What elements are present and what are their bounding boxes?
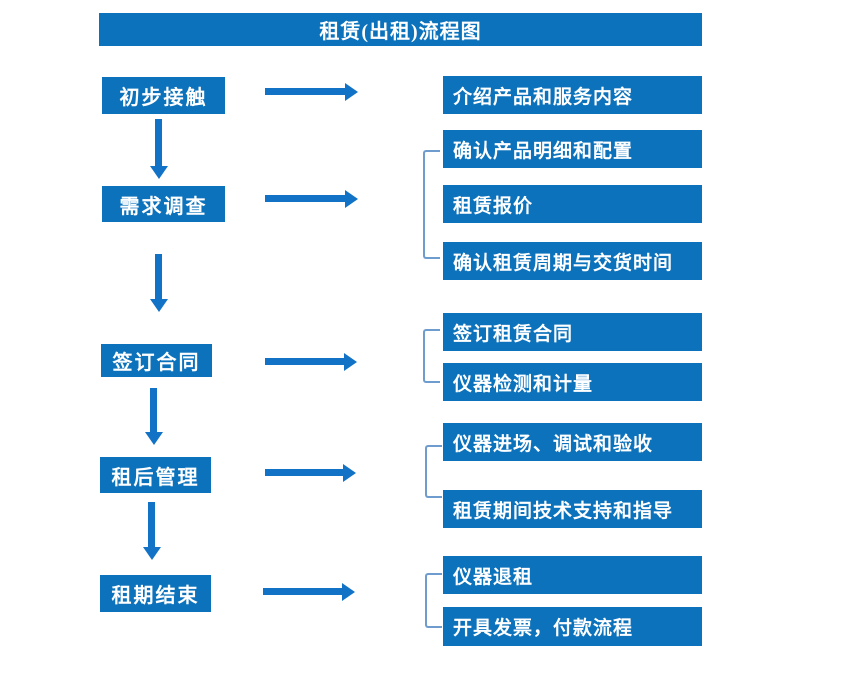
arrow-head (345, 83, 358, 101)
arrow-head (345, 190, 358, 208)
arrow-shaft (155, 119, 162, 167)
stage-box-lease-end: 租期结束 (100, 575, 211, 612)
right-arrow-icon (265, 353, 357, 371)
right-arrow-icon (265, 190, 358, 208)
bracket-connector (423, 329, 440, 383)
detail-box-introduce-products: 介绍产品和服务内容 (443, 76, 702, 114)
stage-box-post-rental-management: 租后管理 (100, 457, 211, 493)
right-arrow-icon (265, 83, 358, 101)
arrow-shaft (265, 88, 346, 95)
arrow-shaft (150, 388, 157, 433)
arrow-head (143, 547, 161, 560)
detail-box-confirm-period-delivery: 确认租赁周期与交货时间 (443, 242, 702, 280)
arrow-shaft (148, 502, 155, 548)
stage-box-initial-contact: 初步接触 (102, 77, 225, 114)
arrow-shaft (263, 588, 343, 595)
detail-box-instrument-setup: 仪器进场、调试和验收 (443, 423, 702, 461)
arrow-head (150, 166, 168, 179)
arrow-shaft (265, 195, 346, 202)
down-arrow-icon (145, 388, 163, 445)
stage-box-sign-contract: 签订合同 (101, 344, 212, 377)
detail-box-rental-quote: 租赁报价 (443, 185, 702, 223)
detail-box-instrument-return: 仪器退租 (443, 556, 702, 594)
bracket-connector (423, 150, 440, 259)
arrow-shaft (265, 469, 344, 476)
right-arrow-icon (265, 464, 356, 482)
arrow-head (343, 464, 356, 482)
right-arrow-icon (263, 583, 355, 601)
detail-box-instrument-testing: 仪器检测和计量 (443, 363, 702, 401)
arrow-head (342, 583, 355, 601)
detail-box-confirm-product-config: 确认产品明细和配置 (443, 130, 702, 168)
stage-box-demand-survey: 需求调查 (102, 186, 225, 222)
arrow-shaft (265, 358, 345, 365)
arrow-head (344, 353, 357, 371)
down-arrow-icon (143, 502, 161, 560)
flowchart-title: 租赁(出租)流程图 (99, 13, 702, 46)
arrow-head (150, 299, 168, 312)
arrow-head (145, 432, 163, 445)
detail-box-invoice-payment: 开具发票，付款流程 (443, 607, 702, 646)
bracket-connector (425, 573, 442, 628)
detail-box-tech-support: 租赁期间技术支持和指导 (443, 490, 702, 528)
detail-box-sign-rental-contract: 签订租赁合同 (443, 313, 702, 351)
down-arrow-icon (150, 254, 168, 312)
bracket-connector (425, 445, 442, 498)
arrow-shaft (155, 254, 162, 300)
down-arrow-icon (150, 119, 168, 179)
